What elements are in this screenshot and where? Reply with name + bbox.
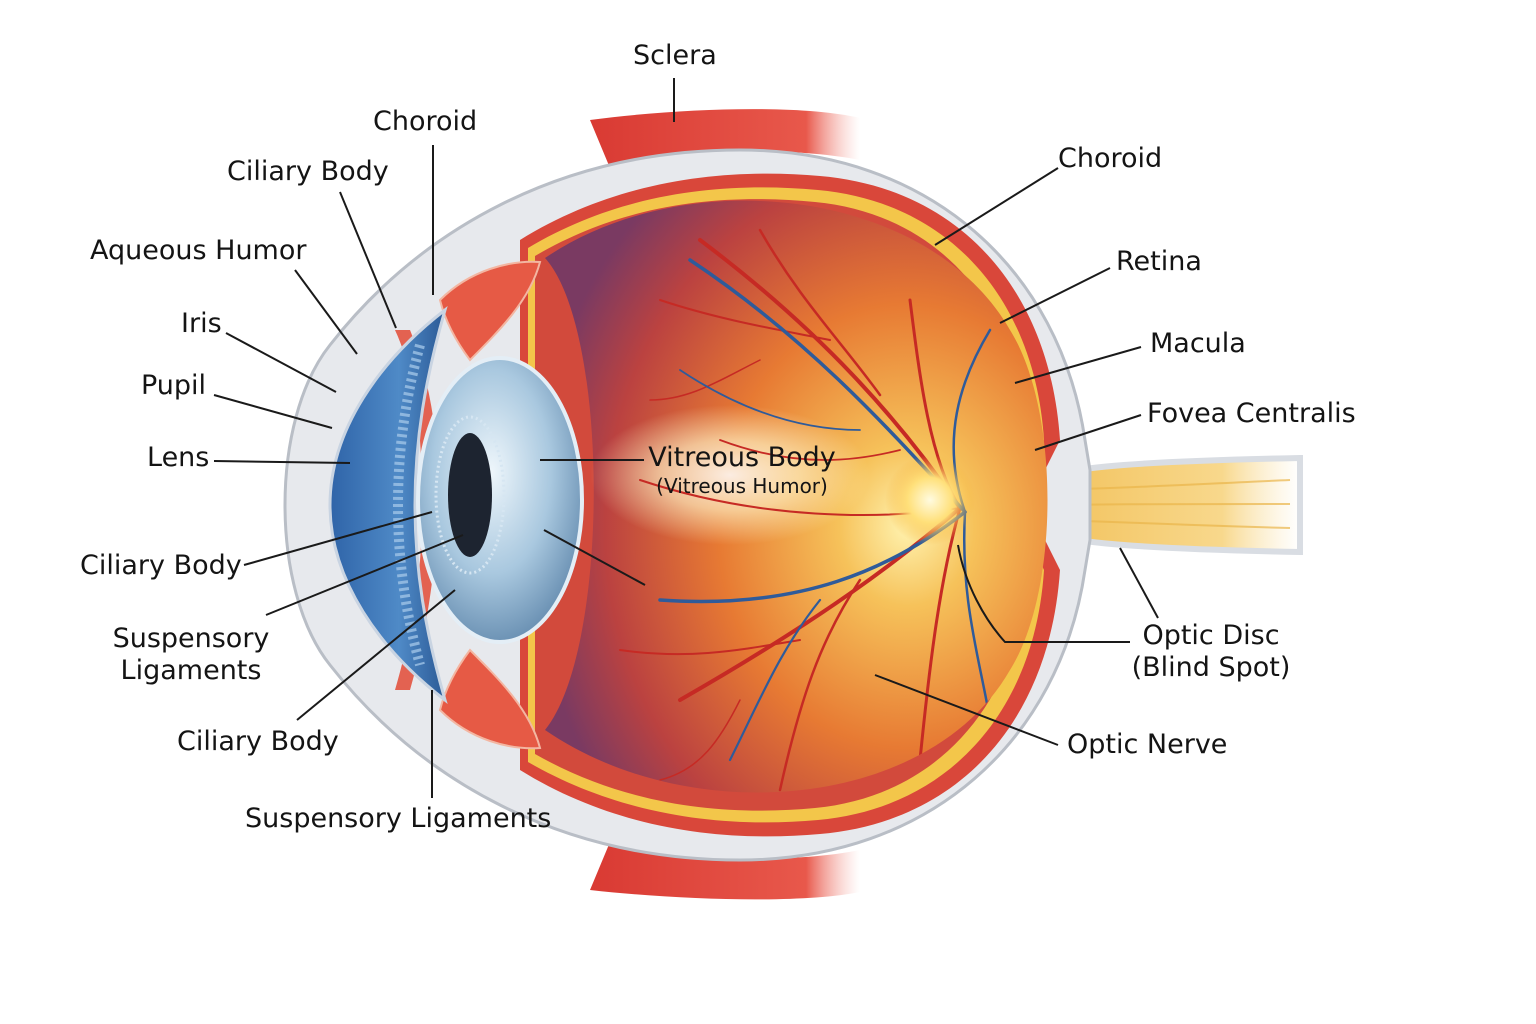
label-vitreous-humor: (Vitreous Humor) xyxy=(656,474,828,499)
label-ciliary-body-top: Ciliary Body xyxy=(227,156,389,187)
iris-fibers xyxy=(392,343,425,667)
label-ciliary-body-low: Ciliary Body xyxy=(177,726,339,757)
label-suspensory-line1: Suspensory xyxy=(112,623,270,654)
label-pupil: Pupil xyxy=(141,370,207,401)
label-vitreous-body-group: Vitreous Body (Vitreous Humor) xyxy=(642,442,842,498)
vitreous-highlight xyxy=(590,405,870,545)
label-aqueous-humor: Aqueous Humor xyxy=(90,235,307,266)
label-lens: Lens xyxy=(147,442,210,473)
label-optic-disc-line1: Optic Disc xyxy=(1142,620,1280,651)
ciliary-body-top-shape xyxy=(438,260,542,362)
label-vitreous-body: Vitreous Body xyxy=(648,442,836,473)
label-retina: Retina xyxy=(1116,246,1202,277)
ciliary-body-bottom-shape xyxy=(438,648,542,750)
label-optic-nerve: Optic Nerve xyxy=(1067,729,1228,760)
label-suspensory-line2: Ligaments xyxy=(120,655,262,687)
label-ciliary-body-mid: Ciliary Body xyxy=(80,550,242,581)
label-optic-disc: Optic Disc (Blind Spot) xyxy=(1128,620,1294,685)
label-choroid-right: Choroid xyxy=(1058,143,1163,174)
ciliary-ring xyxy=(395,330,439,690)
label-macula: Macula xyxy=(1150,328,1246,359)
pupil-shape xyxy=(448,433,492,557)
inferior-muscle xyxy=(590,842,860,900)
label-optic-disc-line2: (Blind Spot) xyxy=(1131,652,1291,684)
cornea-shape xyxy=(328,306,448,704)
label-fovea-centralis: Fovea Centralis xyxy=(1147,398,1356,429)
optic-disc-shape xyxy=(885,455,975,545)
iris-ring xyxy=(434,415,506,575)
label-choroid-top: Choroid xyxy=(373,106,478,137)
lens-shape xyxy=(416,356,584,644)
label-suspensory-bottom: Suspensory Ligaments xyxy=(245,803,552,834)
leader-lines xyxy=(213,78,1159,798)
label-suspensory-ligaments: Suspensory Ligaments xyxy=(108,623,274,688)
label-sclera: Sclera xyxy=(633,40,717,71)
superior-muscle xyxy=(590,109,860,168)
label-iris: Iris xyxy=(181,308,222,339)
